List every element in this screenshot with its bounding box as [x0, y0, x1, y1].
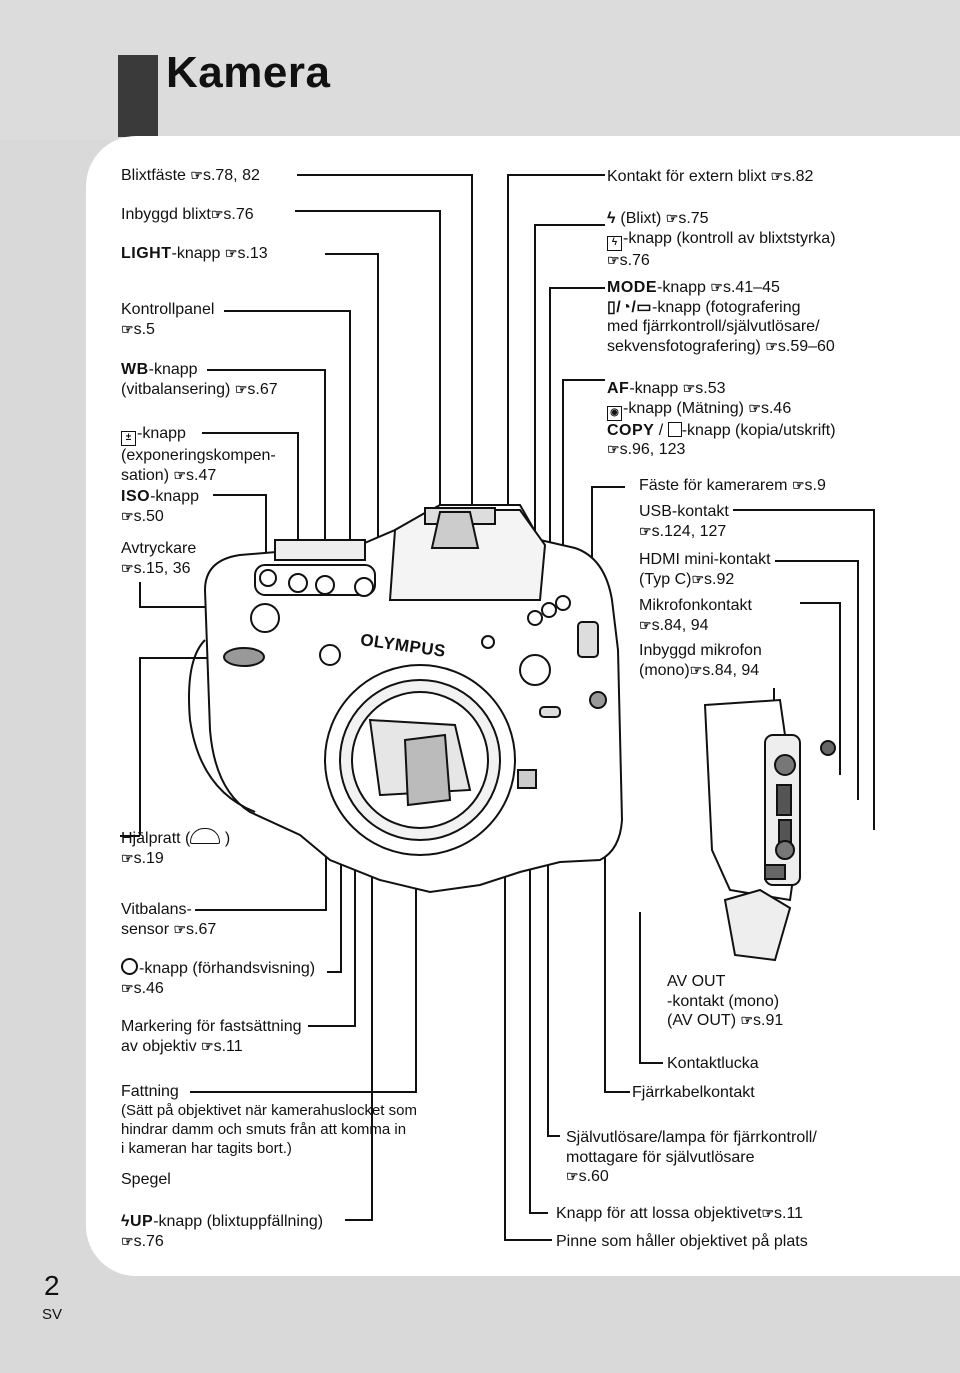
print-icon [667, 421, 682, 437]
preview-icon [121, 958, 138, 975]
label-mode-button: MODE-knapp ☞s.41–45 ▯/◔/▭-knapp (fotogra… [607, 279, 835, 355]
label-preview-button: -knapp (förhandsvisning) ☞s.46 [121, 958, 316, 997]
label-inbyggd-mikrofon: Inbyggd mikrofon (mono)☞s.84, 94 [639, 642, 762, 679]
ref-icon: ☞ [770, 168, 784, 184]
ref-icon: ☞ [173, 920, 186, 937]
ref-icon: ☞ [748, 399, 761, 416]
title-marker [118, 55, 158, 137]
page-title: Kamera [166, 48, 331, 97]
ref-icon: ☞ [210, 206, 224, 222]
label-hjalpratt: Hjälpratt ( ) ☞s.19 [121, 828, 231, 867]
ref-icon: ☞ [224, 245, 238, 261]
ref-icon: ☞ [765, 337, 778, 354]
label-blixt: ϟ (Blixt) ☞s.75 ϟ-knapp (kontroll av bli… [607, 210, 836, 269]
ref-icon: ☞ [121, 507, 134, 524]
label-fjarrkabelkontakt: Fjärrkabelkontakt [632, 1084, 755, 1101]
ref-icon: ☞ [566, 1168, 579, 1184]
sub-dial-icon [190, 828, 221, 844]
flash-icon: ϟ [121, 1213, 130, 1230]
label-kontaktlucka: Kontaktlucka [667, 1055, 759, 1072]
label-pinne: Pinne som håller objektivet på plats [556, 1233, 808, 1250]
ref-icon: ☞ [639, 522, 652, 539]
label-knapp-lossa-objektivet: Knapp för att lossa objektivet☞s.11 [556, 1205, 804, 1222]
label-blixtfaste: Blixtfäste ☞s.78, 82 [121, 167, 260, 184]
ref-icon: ☞ [689, 661, 703, 678]
ref-icon: ☞ [121, 849, 134, 866]
ref-icon: ☞ [607, 441, 620, 457]
ref-icon: ☞ [665, 210, 679, 226]
header-band [0, 0, 960, 140]
ref-icon: ☞ [121, 1232, 134, 1249]
ref-icon: ☞ [607, 251, 620, 268]
ref-icon: ☞ [121, 559, 134, 576]
label-fattning: Fattning [121, 1083, 179, 1100]
label-kontrollpanel: Kontrollpanel ☞s.5 [121, 301, 215, 338]
ref-icon: ☞ [234, 380, 248, 397]
label-fattning-note: (Sätt på objektivet när kamerahuslocket … [121, 1102, 417, 1157]
label-light-button: LIGHT-knapp ☞s.13 [121, 245, 268, 262]
label-exposure-button: ±-knapp (exponeringskompen- sation) ☞s.4… [121, 425, 276, 484]
label-faste-kamerarem: Fäste för kamerarem ☞s.9 [639, 477, 826, 494]
ref-icon: ☞ [682, 380, 696, 396]
ref-icon: ☞ [761, 1205, 774, 1221]
label-inbyggd-blixt: Inbyggd blixt☞s.76 [121, 206, 254, 223]
ref-icon: ☞ [791, 477, 805, 493]
label-vitbalanssensor: Vitbalans- sensor ☞s.67 [121, 901, 217, 938]
label-sjalvutlosare: Självutlösare/lampa för fjärrkontroll/ m… [566, 1129, 817, 1185]
ref-icon: ☞ [121, 320, 134, 337]
label-kontakt-extern-blixt: Kontakt för extern blixt ☞s.82 [607, 168, 814, 185]
ref-icon: ☞ [201, 1037, 214, 1054]
label-af-button: AF-knapp ☞s.53 ◉-knapp (Mätning) ☞s.46 C… [607, 380, 836, 458]
language-code: SV [42, 1306, 63, 1323]
ref-icon: ☞ [691, 570, 704, 587]
metering-icon: ◉ [607, 405, 622, 421]
page-number: 2 [44, 1270, 60, 1301]
ref-icon: ☞ [639, 616, 652, 633]
exposure-compensation-icon: ± [121, 431, 136, 446]
label-iso-button: ISO-knapp ☞s.50 [121, 488, 199, 525]
label-wb-button: WB-knapp (vitbalansering) ☞s.67 [121, 361, 278, 398]
flash-icon: ϟ [607, 210, 616, 227]
camera-body [188, 504, 836, 962]
drive-mode-icon: ▯/◔/▭ [607, 298, 652, 316]
label-usb: USB-kontakt ☞s.124, 127 [639, 503, 729, 540]
ref-icon: ☞ [173, 466, 186, 483]
ref-icon: ☞ [710, 279, 723, 295]
label-hdmi: HDMI mini-kontakt (Typ C)☞s.92 [639, 551, 771, 588]
ref-icon: ☞ [740, 1012, 753, 1028]
flash-compensation-icon: ϟ [607, 235, 622, 251]
label-flash-up-button: ϟUP-knapp (blixtuppfällning) ☞s.76 [121, 1213, 324, 1250]
label-spegel: Spegel [121, 1171, 171, 1188]
ref-icon: ☞ [190, 167, 203, 183]
label-av-out: AV OUT -kontakt (mono) (AV OUT) ☞s.91 [667, 973, 784, 1029]
label-markering: Markering för fastsättning av objektiv ☞… [121, 1018, 302, 1055]
label-mikrofonkontakt: Mikrofonkontakt ☞s.84, 94 [639, 597, 752, 634]
label-avtryckare: Avtryckare ☞s.15, 36 [121, 540, 197, 577]
ref-icon: ☞ [121, 979, 134, 996]
